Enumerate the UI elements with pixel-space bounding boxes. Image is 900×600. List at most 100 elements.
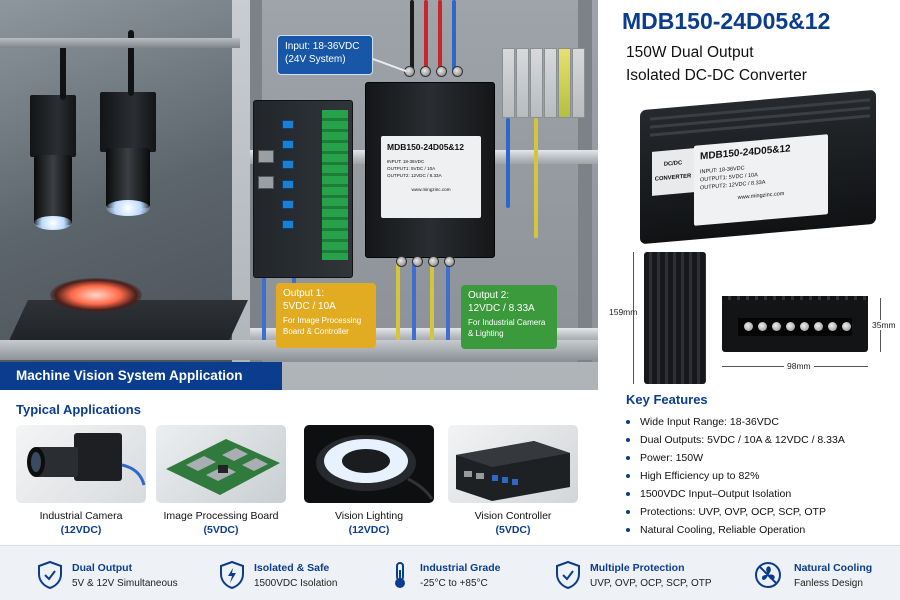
terminal-screw — [436, 66, 447, 77]
width-dimension: 98mm — [784, 361, 814, 371]
io-port — [282, 160, 294, 169]
depth-dimension: 35mm — [872, 320, 896, 330]
camera-cable — [128, 30, 134, 96]
terminal-screw — [842, 322, 851, 331]
feature-item: Power: 150W — [626, 452, 703, 464]
feature-item: Dual Outputs: 5VDC / 10A & 12VDC / 8.33A — [626, 434, 845, 446]
input-callout: Input: 18-36VDC (24V System) — [277, 35, 373, 75]
feature-item: Protections: UVP, OVP, OCP, SCP, OTP — [626, 506, 826, 518]
wire — [430, 260, 434, 360]
input-callout-line2: (24V System) — [285, 54, 346, 65]
bullet-icon — [626, 528, 630, 533]
io-port — [282, 120, 294, 129]
terminal-screw — [772, 322, 781, 331]
bottom-feature-sub: UVP, OVP, OCP, SCP, OTP — [590, 578, 712, 589]
applications-title: Typical Applications — [16, 402, 141, 417]
bottom-feature-sub: 1500VDC Isolation — [254, 578, 338, 589]
converter-label: MDB150-24D05&12 INPUT: 18-36VDC OUTPUT1:… — [381, 136, 481, 218]
terminal-screw — [428, 256, 439, 267]
app-card-vision-lighting — [304, 425, 434, 503]
terminal-screw — [814, 322, 823, 331]
terminal-screw — [828, 322, 837, 331]
camera-cable — [60, 40, 66, 100]
app-name-vision-lighting: Vision Lighting — [334, 510, 404, 522]
terminal-screw — [800, 322, 809, 331]
terminal-screw — [420, 66, 431, 77]
wire — [396, 260, 400, 360]
lens-glow — [106, 200, 150, 216]
output2-callout-value: 12VDC / 8.33A — [468, 303, 535, 314]
io-port — [282, 140, 294, 149]
product-tag-line2: CONVERTER — [654, 173, 692, 183]
mini-pc-icon — [456, 441, 570, 501]
app-name-image-processing-board: Image Processing Board — [163, 510, 279, 522]
shield-check-icon — [38, 560, 62, 590]
bullet-icon — [626, 420, 630, 425]
product-front-fins — [722, 296, 868, 302]
app-voltage-vision-controller: (5VDC) — [495, 524, 531, 536]
bottom-features-strip — [0, 545, 900, 600]
bullet-icon — [626, 474, 630, 479]
converter-label-title: MDB150-24D05&12 — [387, 142, 465, 152]
height-dimension: 159mm — [609, 307, 638, 317]
wire — [424, 0, 428, 72]
terminal-screw — [758, 322, 767, 331]
conveyor-belt — [0, 340, 598, 360]
industrial-camera — [100, 92, 156, 152]
output1-callout-value: 5VDC / 10A — [283, 301, 336, 312]
camera-mount-rail — [0, 38, 240, 48]
no-fan-icon — [755, 562, 781, 588]
app-voltage-vision-lighting: (12VDC) — [348, 524, 390, 536]
bullet-icon — [626, 492, 630, 497]
ethernet-port — [258, 176, 274, 189]
output2-callout-title: Output 2: — [468, 290, 510, 301]
bottom-feature-title: Multiple Protection — [590, 562, 685, 574]
bottom-feature-sub: -25°C to +85°C — [420, 578, 488, 589]
converter-label-input: INPUT: 18-36VDC — [387, 159, 425, 164]
bullet-icon — [626, 510, 630, 515]
wire — [412, 260, 416, 360]
converter-label-output1: OUTPUT1: 5VDC / 10A — [387, 166, 436, 171]
wire — [262, 220, 266, 350]
bullet-icon — [626, 438, 630, 443]
model-title: MDB150-24D05&12 — [622, 8, 831, 34]
circuit-board-icon — [166, 439, 280, 495]
app-voltage-image-processing-board: (5VDC) — [203, 524, 239, 536]
terminal-block — [572, 48, 585, 118]
ethernet-port — [258, 150, 274, 163]
io-port — [282, 220, 294, 229]
terminal-screw — [444, 256, 455, 267]
terminal-block — [502, 48, 515, 118]
output2-callout: Output 2: 12VDC / 8.33A For Industrial C… — [461, 285, 557, 349]
camera-lens — [34, 155, 72, 225]
terminal-block — [530, 48, 543, 118]
feature-item: Wide Input Range: 18-36VDC — [626, 416, 779, 428]
industrial-camera — [30, 95, 76, 157]
wire — [506, 118, 510, 208]
thermometer-icon — [395, 562, 405, 588]
terminal-block — [558, 48, 571, 118]
app-card-vision-controller — [448, 425, 578, 503]
app-name-industrial-camera: Industrial Camera — [39, 510, 123, 522]
wire — [452, 0, 456, 72]
bottom-feature-sub: Fanless Design — [794, 578, 863, 589]
app-name-vision-controller: Vision Controller — [474, 510, 552, 522]
app-voltage-industrial-camera: (12VDC) — [60, 524, 102, 536]
shield-lightning-icon — [220, 560, 244, 590]
terminal-screw — [412, 256, 423, 267]
wire — [438, 0, 442, 72]
lens-glow — [34, 216, 72, 230]
hero-photo: MDB150-24D05&12 INPUT: 18-36VDC OUTPUT1:… — [0, 0, 598, 390]
ring-light — [50, 278, 142, 312]
feature-item: High Efficiency up to 82% — [626, 470, 759, 482]
feature-item: Natural Cooling, Reliable Operation — [626, 524, 805, 536]
ring-light-icon — [316, 435, 434, 500]
shield-check-icon — [556, 560, 580, 590]
feature-item: 1500VDC Input–Output Isolation — [626, 488, 791, 500]
converter-label-url: www.mingzinc.com — [411, 187, 451, 192]
output1-callout: Output 1: 5VDC / 10A For Image Processin… — [276, 283, 376, 348]
terminal-block — [544, 48, 557, 118]
bottom-feature-title: Isolated & Safe — [254, 562, 330, 574]
camera-icon — [27, 433, 146, 486]
